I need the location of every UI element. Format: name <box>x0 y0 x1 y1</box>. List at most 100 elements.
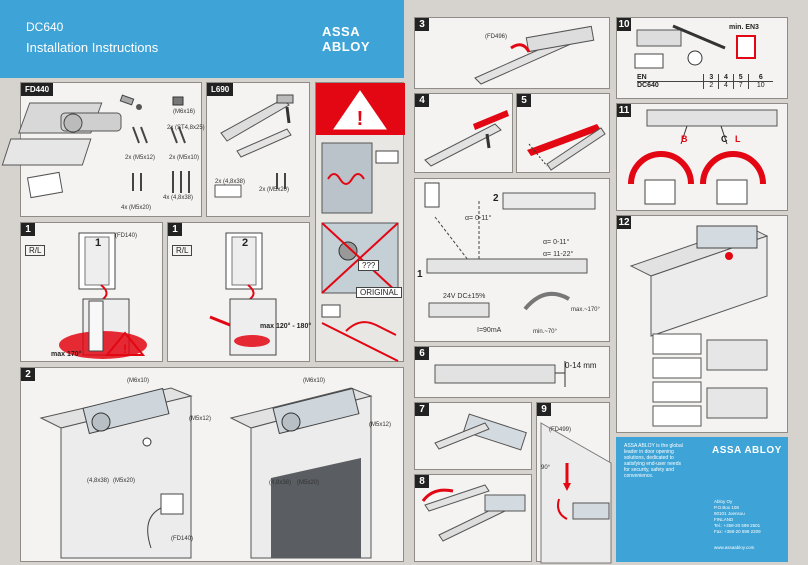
address-line: 80101 Joensuu <box>714 511 745 516</box>
footer-brand: ASSA ABLOY <box>712 445 782 456</box>
door-number: 1 <box>95 237 102 249</box>
table-cell: 4 <box>718 81 734 89</box>
angle-label: α= 0-11° <box>543 239 570 246</box>
svg-text:!: ! <box>357 108 364 130</box>
table-cell: 4 <box>718 74 734 82</box>
angle-label: α= 11-22° <box>543 251 574 258</box>
rl-label: R/L <box>25 245 46 256</box>
rl-label: R/L <box>172 245 193 256</box>
panel-tag: FD440 <box>21 83 54 96</box>
min-class-label: min. EN3 <box>729 24 759 31</box>
spacing-illustration <box>434 361 566 387</box>
footer-web-link[interactable]: www.assaabloy.com <box>714 545 755 550</box>
panel-step-11: 11 B C L <box>616 103 788 211</box>
screw-label: (M6x10) <box>303 378 326 384</box>
model-name: DC640 <box>26 20 64 34</box>
screw-label: (4,8x38) <box>269 480 292 486</box>
arm-illustration <box>214 94 294 198</box>
table-cell: 5 <box>732 74 749 82</box>
screw-label: (M5x12) <box>189 416 212 422</box>
fd-note: (FD499) <box>549 427 572 433</box>
table-cell: 10 <box>747 81 773 89</box>
document-title: Installation Instructions <box>26 40 159 55</box>
step-number: 12 <box>617 216 631 229</box>
current-label: I=90mA <box>477 327 502 334</box>
valve-label: C <box>721 134 728 144</box>
fd-note: (FD140) <box>171 536 194 542</box>
door-opening-illustration <box>209 232 277 356</box>
step-number: 5 <box>517 94 531 107</box>
table-cell: 2 <box>703 81 719 89</box>
step-number: 8 <box>415 475 429 488</box>
step-number: 2 <box>21 368 35 381</box>
screw-label: 2x (M5x12) <box>125 155 156 161</box>
screw-label: (M5x20) <box>297 480 320 486</box>
header-banner: DC640 Installation Instructions ASSA ABL… <box>0 0 404 78</box>
adjustment-illustration <box>424 182 596 318</box>
table-row: EN 3 4 5 6 <box>637 74 773 82</box>
door-number: 2 <box>242 237 249 249</box>
screw-label: 4x (M5x20) <box>121 205 152 211</box>
arm-fit-illustration <box>421 484 526 542</box>
address-line: P.O.Box 108 <box>714 505 739 510</box>
screw-label: 2x (ST4,8x25) <box>167 125 205 131</box>
panel-step-3: 3 (FD496) <box>414 17 610 89</box>
screw-label: (4,8x38) <box>87 478 110 484</box>
panel-l690: L690 2x (4,8x38) 2x (M5x20) <box>206 82 310 217</box>
valve-adjust-illustration <box>628 109 778 205</box>
panel-step-4: 4 <box>414 93 513 173</box>
gap-label: 0-14 mm <box>565 361 597 370</box>
screw-label: (M6x16) <box>173 109 196 115</box>
arm-connect-illustration <box>434 413 527 451</box>
voltage-label: 24V DC±15% <box>443 293 486 300</box>
max-angle-label: max 170° <box>51 351 82 358</box>
step-number: 10 <box>617 18 631 31</box>
panel-step-5: 5 <box>516 93 610 173</box>
arm-attach-illustration <box>474 25 595 85</box>
step-number: 9 <box>537 403 551 416</box>
screw-label: 4x (4,8x38) <box>163 195 194 201</box>
table-cell: DC640 <box>637 82 659 89</box>
fd-note: (FD140) <box>115 233 138 239</box>
strength-table: EN 3 4 5 6 DC640 2 4 7 10 <box>637 74 773 89</box>
step-number: 1 <box>168 223 182 236</box>
mounting-illustration <box>39 387 373 559</box>
panel-step-adjust: 2 1 α= 0-11° α= 0-11° α= 11-22° 24V DC±1… <box>414 178 610 342</box>
step-number: 4 <box>415 94 429 107</box>
warning-panel: ! ??? ORIGINAL <box>315 82 405 362</box>
screw-label: (M5x20) <box>113 478 136 484</box>
closer-parts-illustration <box>1 94 190 199</box>
table-cell: 6 <box>747 74 773 82</box>
table-cell: 3 <box>703 74 719 82</box>
table-cell: 7 <box>732 81 749 89</box>
svg-text:!: ! <box>123 342 127 356</box>
brand-logo: ASSA ABLOY <box>322 24 370 54</box>
unknown-part-label: ??? <box>358 260 380 271</box>
angle-label: 90° <box>541 465 551 471</box>
warning-illustration: ! <box>316 83 405 362</box>
panel-tag: L690 <box>207 83 234 96</box>
fd-note: (FD496) <box>485 34 508 40</box>
step-sub-number: 2 <box>493 193 499 204</box>
arm-90-illustration <box>540 422 612 564</box>
screw-label: 2x (M5x10) <box>169 155 200 161</box>
strength-adjust-illustration <box>634 24 756 69</box>
panel-step-1b: 1 R/L 2 max 120° - 180° <box>167 222 311 362</box>
screw-label: 2x (M5x20) <box>259 187 290 193</box>
panel-step-9: 9 (FD499) 90° <box>536 402 612 564</box>
screw-label: 2x (4,8x38) <box>215 179 246 185</box>
original-part-label: ORIGINAL <box>356 287 403 298</box>
valve-label: B <box>681 134 688 144</box>
step-number: 6 <box>415 347 429 360</box>
step-number: 1 <box>21 223 35 236</box>
address-line: Tel.: +358-20 599 2501 <box>714 523 761 528</box>
panel-fd440: FD440 (M6x16) 2x (ST4,8x25) 2x (M5x12) 2… <box>1 82 205 217</box>
panel-step-10: 10 min. EN3 EN 3 4 5 6 DC640 2 4 7 10 <box>616 17 788 99</box>
door-opening-illustration: ! <box>59 232 147 359</box>
panel-step-8: 8 <box>414 474 532 562</box>
step-sub-number: 1 <box>417 269 423 280</box>
cover-fit-illustration <box>629 225 769 427</box>
step-number: 3 <box>415 18 429 31</box>
min-angle-label: min.~70° <box>533 329 557 335</box>
valve-label: L <box>735 134 741 144</box>
